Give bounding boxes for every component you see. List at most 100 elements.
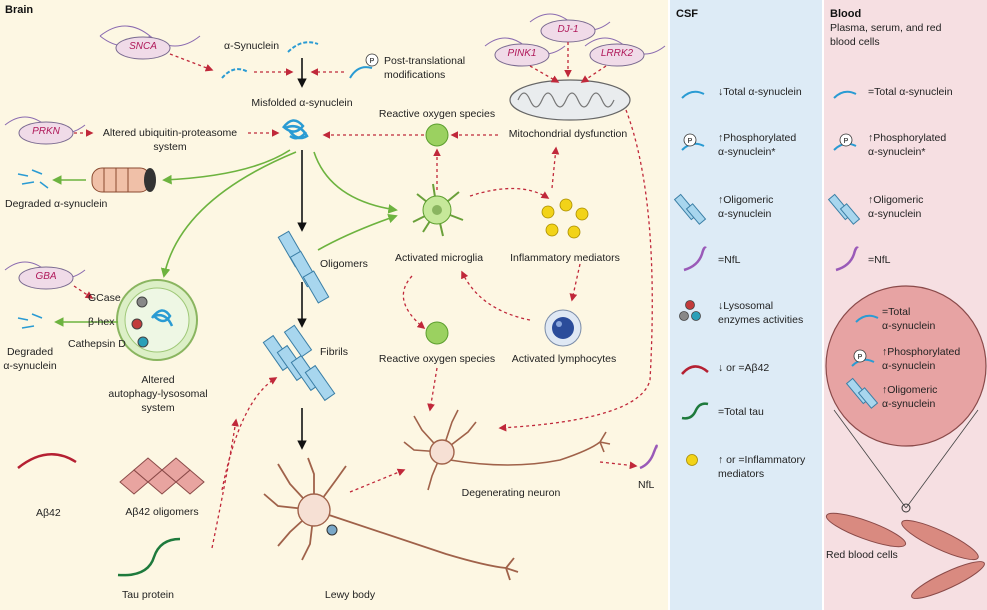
svg-text:P: P [858, 354, 863, 361]
mitochondrion-icon [509, 79, 631, 121]
label-lymph: Activated lymphocytes [511, 353, 617, 365]
label-cathepsin: Cathepsin D [68, 338, 126, 350]
gene-gba: GBA [35, 271, 57, 282]
label-nfl-brain: NfL [638, 479, 655, 491]
svg-text:P: P [844, 138, 849, 145]
oligomers-icon [277, 230, 330, 304]
rbc-item-3b: α-synuclein [882, 398, 936, 410]
blood-sub-2: blood cells [830, 36, 880, 48]
csf-oligomeric-synuclein-icon [673, 193, 707, 225]
csf-item-8a: ↑ or =Inflammatory [718, 454, 806, 466]
csf-item-8b: mediators [718, 468, 765, 480]
misfolded-synuclein-icon [281, 119, 309, 140]
blood-item-3a: ↑Oligomeric [868, 194, 924, 206]
label-ptm-1: Post-translational [384, 55, 466, 67]
label-ups-1: Altered ubiquitin-proteasome [102, 127, 238, 139]
gene-ellipse-prkn [18, 121, 74, 145]
phospho-p-icon [365, 53, 379, 67]
label-inflam: Inflammatory mediators [510, 252, 620, 264]
blood-item-2a: ↑Phosphorylated [868, 132, 947, 144]
neuron-soma [297, 493, 331, 527]
label-degraded-bottom-2: α-synuclein [3, 360, 57, 372]
blood-sub-1: Plasma, serum, and red [830, 22, 942, 34]
rbc-item-2a: ↑Phosphorylated [882, 346, 961, 358]
gene-pink1: PINK1 [507, 48, 537, 59]
rbc-item-1a: =Total [882, 306, 911, 318]
label-degraded-top: Degraded α-synuclein [5, 198, 108, 210]
blood-oligomeric-synuclein-icon [827, 193, 861, 225]
rbc-magnified-circle [825, 285, 987, 447]
csf-item-1: ↓Total α-synuclein [718, 86, 802, 98]
rbc-item-2b: α-synuclein [882, 360, 936, 372]
rbc-oligomeric-synuclein-icon [845, 377, 879, 409]
label-ups-2: system [153, 141, 187, 153]
gene-dj1: DJ-1 [557, 24, 579, 35]
fibrils-icon [262, 324, 336, 402]
csf-total-tau-icon [681, 402, 709, 420]
csf-item-2b: α-synuclein* [718, 146, 776, 158]
csf-item-7: =Total tau [718, 406, 764, 418]
lymphocyte-icon [544, 309, 582, 347]
csf-total-synuclein-icon [681, 90, 705, 99]
svg-text:P: P [688, 138, 693, 145]
label-ab42-oligomers: Aβ42 oligomers [125, 506, 199, 518]
label-alpha-synuclein: α-Synuclein [224, 40, 280, 52]
rbc-zoom-point [901, 503, 911, 513]
gene-ellipse-lrrk2 [589, 43, 645, 67]
nfl-strand-brain [639, 444, 658, 470]
blood-item-2b: α-synuclein* [868, 146, 926, 158]
label-degen: Degenerating neuron [461, 487, 561, 499]
brain-header: Brain [5, 4, 34, 16]
csf-phospho-synuclein-icon: P [681, 133, 705, 151]
lewy-body-icon [326, 524, 338, 536]
abeta42-oligomers-icon [119, 457, 205, 495]
rbc-item-1b: α-synuclein [882, 320, 936, 332]
degenerating-neuron-soma [429, 439, 455, 465]
gene-prkn: PRKN [32, 126, 60, 137]
label-misfolded: Misfolded α-synuclein [251, 97, 353, 109]
gene-ellipse-pink1 [494, 43, 550, 67]
label-fibrils: Fibrils [320, 346, 348, 358]
inflammatory-mediators-icon [541, 198, 589, 239]
rbc-total-synuclein-icon [855, 314, 879, 323]
degraded-synuclein-fragments-top [17, 169, 49, 189]
blood-item-3b: α-synuclein [868, 208, 922, 220]
label-als-1: Altered [141, 374, 175, 386]
csf-item-4: =NfL [718, 254, 741, 266]
blood-header: Blood [830, 8, 862, 20]
csf-panel [670, 0, 822, 610]
ros-mid-icon [425, 321, 449, 345]
blood-total-synuclein-icon [833, 90, 857, 99]
label-als-2: autophagy-lysosomal [108, 388, 208, 400]
label-mito: Mitochondrial dysfunction [508, 128, 628, 140]
csf-item-2a: ↑Phosphorylated [718, 132, 797, 144]
gene-lrrk2: LRRK2 [600, 48, 634, 59]
csf-item-5b: enzymes activities [718, 314, 804, 326]
label-ptm-2: modifications [384, 69, 446, 81]
alpha-synuclein-strand-left [221, 68, 249, 79]
degraded-synuclein-fragments-bottom [17, 313, 43, 329]
blood-item-1: =Total α-synuclein [868, 86, 953, 98]
csf-abeta42-icon [681, 365, 709, 375]
abeta42-strand [17, 453, 77, 469]
csf-item-6: ↓ or =Aβ42 [718, 362, 770, 374]
csf-item-5a: ↓Lysosomal [718, 300, 774, 312]
label-ros-top: Reactive oxygen species [378, 108, 496, 120]
rbc-item-3a: ↑Oligomeric [882, 384, 938, 396]
gene-ellipse-gba [18, 266, 74, 290]
red-blood-cells-icon [825, 512, 985, 599]
label-ros-mid: Reactive oxygen species [378, 353, 496, 365]
blood-item-4: =NfL [868, 254, 891, 266]
csf-nfl-icon [683, 246, 707, 272]
alpha-synuclein-strand-right [287, 41, 319, 53]
proteasome-icon [91, 167, 156, 193]
rbc-zoom-lines [833, 409, 979, 509]
label-ab42: Aβ42 [36, 507, 61, 519]
svg-text:P: P [370, 58, 375, 65]
lysosome-icon [116, 279, 198, 361]
gene-ellipse-snca [115, 36, 171, 60]
csf-header: CSF [676, 8, 698, 20]
label-bhex: β-hex [88, 316, 115, 328]
csf-item-3a: ↑Oligomeric [718, 194, 774, 206]
